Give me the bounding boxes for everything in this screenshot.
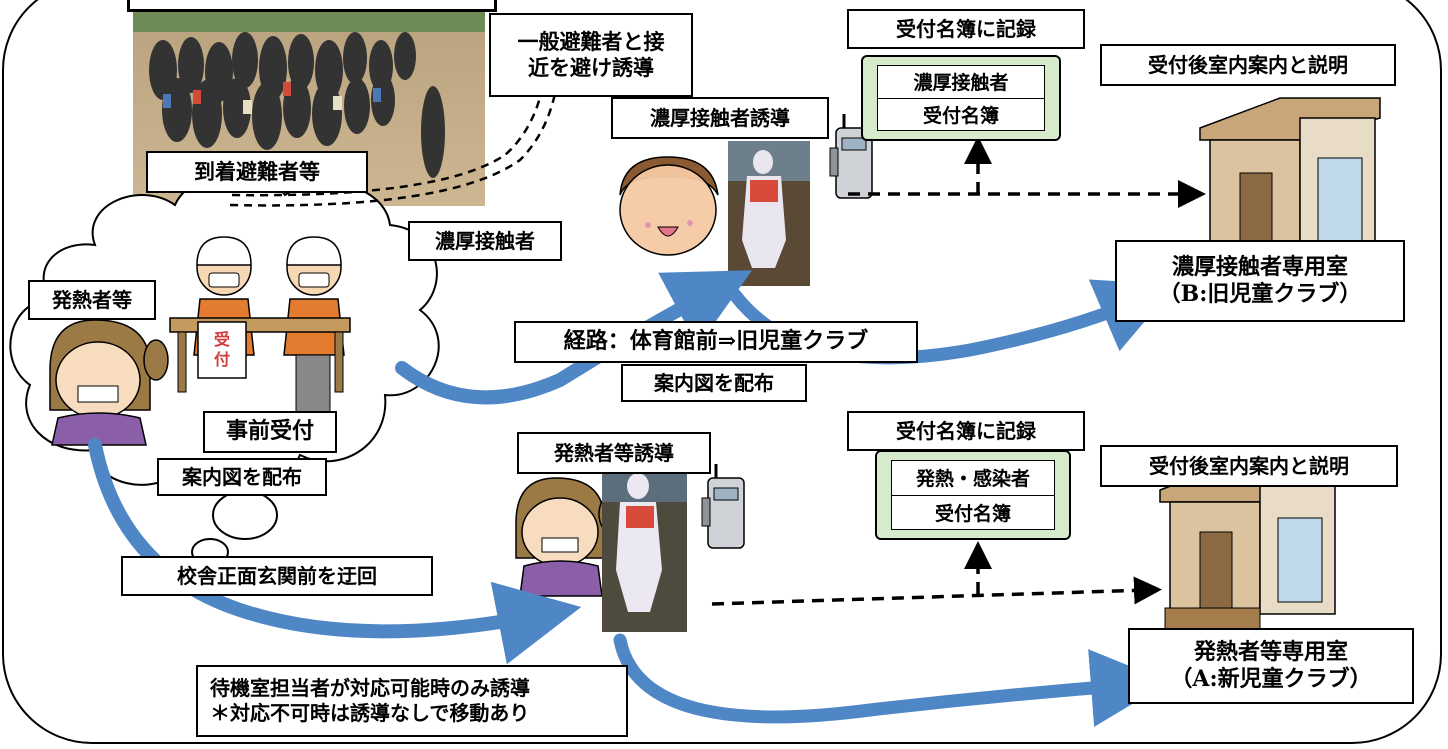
close-contacts-label: 濃厚接触者 xyxy=(408,221,562,261)
arrow-fever-guide-to-room xyxy=(613,633,1169,727)
reception-staff-illustration xyxy=(169,236,351,416)
waiting-staff-line1: 待機室担当者が対応可能時のみ誘導 xyxy=(210,676,530,700)
close-contact-guide-photo xyxy=(728,141,810,286)
general-evacuees-line1: 一般避難者と接 xyxy=(517,28,665,54)
arrow-reception-to-close-guide xyxy=(395,270,753,405)
pre-reception-label: 事前受付 xyxy=(203,411,337,453)
fever-room-label: 発熱者等専用室 （A:新児童クラブ） xyxy=(1128,628,1414,704)
register-close-contacts: 濃厚接触者 受付名簿 xyxy=(861,55,1061,141)
dashed-arrow-bottom-horizontal xyxy=(711,576,1162,606)
close-room-line2: （B:旧児童クラブ） xyxy=(1158,281,1362,307)
register-close-line1: 濃厚接触者 xyxy=(913,72,1009,95)
waiting-staff-note: 待機室担当者が対応可能時のみ誘導 ＊対応不可時は誘導なしで移動あり xyxy=(196,665,628,737)
fever-room-line1: 発熱者等専用室 xyxy=(1193,638,1348,665)
register-fever: 発熱・感染者 受付名簿 xyxy=(875,450,1071,540)
fever-person-illustration-left xyxy=(49,319,169,446)
building-new-childclub xyxy=(1159,459,1341,633)
dashed-callout-line-2 xyxy=(231,44,550,197)
general-evacuees-line2: 近を避け誘導 xyxy=(528,55,654,80)
register-close-line2: 受付名簿 xyxy=(878,97,1044,131)
close-room-line1: 濃厚接触者専用室 xyxy=(1171,253,1348,280)
dashed-callout-line-1 xyxy=(229,44,562,207)
radio-icon-top xyxy=(829,114,873,199)
fever-room-line2: （A:新児童クラブ） xyxy=(1170,666,1372,692)
route-gym-label: 経路：体育館前⇒旧児童クラブ xyxy=(514,321,918,363)
record-register-label-top: 受付名簿に記録 xyxy=(847,9,1085,49)
radio-icon-bottom xyxy=(701,464,745,549)
map-distribution-label-cloud: 案内図を配布 xyxy=(157,458,327,496)
register-fever-line1: 発熱・感染者 xyxy=(915,468,1030,491)
top-header-bar xyxy=(127,0,497,12)
record-register-label-bottom: 受付名簿に記録 xyxy=(847,411,1085,451)
detour-school-label: 校舎正面玄関前を迂回 xyxy=(121,556,433,596)
fever-people-label: 発熱者等 xyxy=(28,280,156,320)
register-fever-line2: 受付名簿 xyxy=(892,494,1054,530)
crowd-image xyxy=(133,10,485,206)
arriving-evacuees-label: 到着避難者等 xyxy=(146,151,368,193)
close-contact-boy-illustration xyxy=(619,156,719,256)
fever-guidance-label: 発熱者等誘導 xyxy=(517,432,711,474)
room-guidance-label-bottom: 受付後室内案内と説明 xyxy=(1100,445,1398,487)
waiting-staff-line2: ＊対応不可時は誘導なしで移動あり xyxy=(210,701,530,725)
map-distribution-label-route: 案内図を配布 xyxy=(621,364,807,402)
desk-sign: 受付 xyxy=(213,330,230,369)
close-contact-guidance-label: 濃厚接触者誘導 xyxy=(611,97,829,139)
close-contact-room-label: 濃厚接触者専用室 （B:旧児童クラブ） xyxy=(1115,240,1405,322)
fever-guide-photo xyxy=(602,460,687,632)
arrow-cloud-to-fever-guide xyxy=(88,438,582,665)
room-guidance-label-top: 受付後室内案内と説明 xyxy=(1100,44,1396,86)
general-evacuees-callout: 一般避難者と接 近を避け誘導 xyxy=(489,13,693,97)
crowd-photo xyxy=(133,10,485,206)
